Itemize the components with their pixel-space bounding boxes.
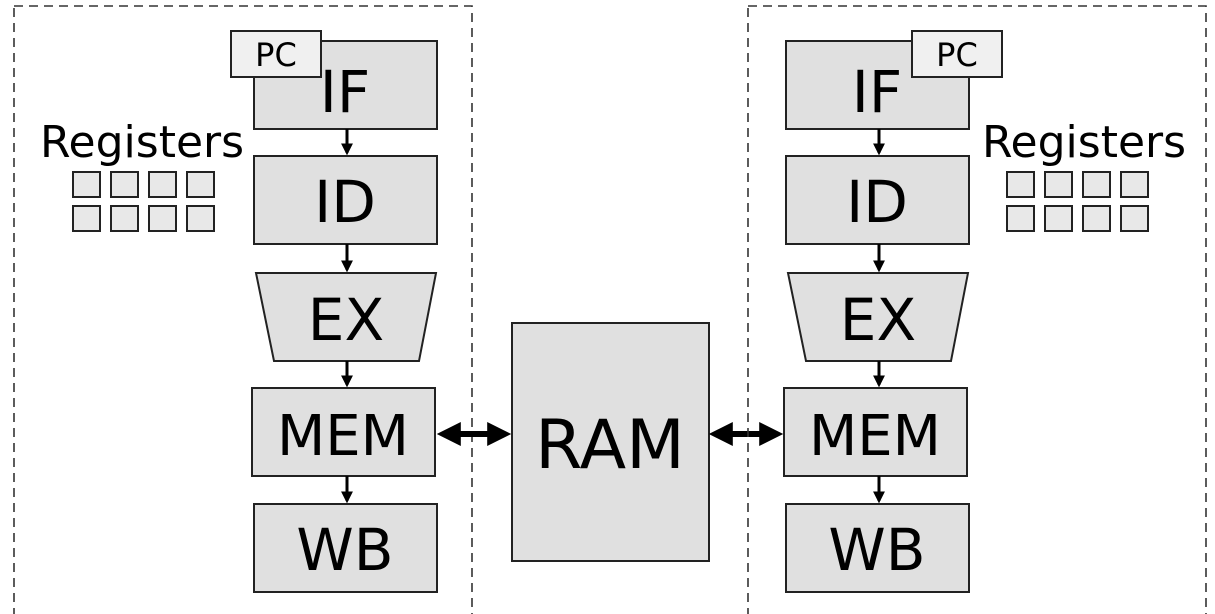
- core-right-pc-box: [911, 30, 1003, 78]
- core-left: IF PC ID EX MEM WB: [13, 5, 473, 614]
- register-cell: [148, 171, 177, 198]
- core-right-registers: Registers: [982, 117, 1186, 232]
- register-cell: [110, 171, 139, 198]
- core-right-stage-if: IF: [785, 40, 970, 130]
- register-cell: [72, 171, 101, 198]
- core-left-stage-mem: MEM: [251, 387, 436, 477]
- core-right-wb-label: WB: [828, 516, 925, 584]
- register-cell: [1082, 171, 1111, 198]
- register-cell: [1006, 205, 1035, 232]
- core-right-pc-label: PC: [936, 36, 978, 74]
- core-right-border: [747, 5, 1207, 614]
- ram: RAM: [511, 322, 710, 562]
- core-left-register-file: [72, 171, 215, 232]
- core-left-ex-trapezoid: [254, 272, 438, 362]
- register-cell: [186, 205, 215, 232]
- register-cell: [1082, 205, 1111, 232]
- core-left-stage-wb: WB: [253, 503, 438, 593]
- core-left-registers-label: Registers: [40, 117, 244, 168]
- core-right-stage-id: ID: [785, 155, 970, 245]
- core-right-registers-label: Registers: [982, 117, 1186, 168]
- core-right-stage-wb: WB: [785, 503, 970, 593]
- register-cell: [110, 205, 139, 232]
- register-cell: [1044, 171, 1073, 198]
- core-left-id-box: [253, 155, 438, 245]
- core-right-id-label: ID: [846, 168, 908, 236]
- register-cell: [186, 171, 215, 198]
- core-right-mem-box: [783, 387, 968, 477]
- core-left-wb-box: [253, 503, 438, 593]
- core-left-mem-box: [251, 387, 436, 477]
- core-left-mem-label: MEM: [277, 404, 409, 469]
- core-right-stage-mem: MEM: [783, 387, 968, 477]
- core-right-wb-box: [785, 503, 970, 593]
- core-right-stage-ex: EX: [786, 272, 970, 362]
- core-right-pc: PC: [911, 30, 1003, 78]
- core-left-wb-label: WB: [296, 516, 393, 584]
- ram-label: RAM: [535, 406, 685, 485]
- core-right-register-file: [1006, 171, 1149, 232]
- ram-box: [511, 322, 710, 562]
- register-cell: [1044, 205, 1073, 232]
- core-left-id-label: ID: [314, 168, 376, 236]
- core-right-ex-trapezoid: [786, 272, 970, 362]
- register-cell: [148, 205, 177, 232]
- core-left-ex-label: EX: [308, 286, 384, 354]
- register-cell: [1120, 205, 1149, 232]
- core-left-stage-ex: EX: [254, 272, 438, 362]
- register-cell: [1120, 171, 1149, 198]
- core-left-border: [13, 5, 473, 614]
- core-right-if-label: IF: [852, 58, 902, 126]
- core-right-id-box: [785, 155, 970, 245]
- register-cell: [72, 205, 101, 232]
- core-right: IF PC ID EX MEM WB: [747, 5, 1207, 614]
- core-left-pc: PC: [230, 30, 322, 78]
- core-left-pc-label: PC: [255, 36, 297, 74]
- core-left-registers: Registers: [40, 117, 244, 232]
- core-left-if-label: IF: [320, 58, 370, 126]
- core-right-mem-label: MEM: [809, 404, 941, 469]
- core-left-pc-box: [230, 30, 322, 78]
- register-cell: [1006, 171, 1035, 198]
- core-right-ex-label: EX: [840, 286, 916, 354]
- core-left-stage-id: ID: [253, 155, 438, 245]
